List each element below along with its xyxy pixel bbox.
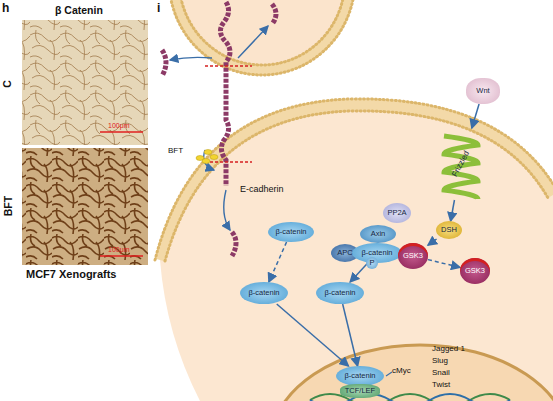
axin-blob: Axin	[360, 225, 396, 243]
beta-catenin-blob: β-catenin	[336, 366, 384, 386]
helix-path	[444, 136, 478, 199]
release-arrow	[238, 26, 268, 58]
gsk3-blob: GSK3	[398, 243, 428, 269]
pathway-arrow	[428, 239, 437, 245]
text-label: C	[1, 80, 13, 88]
dna-strand	[310, 394, 510, 401]
release-arrow	[224, 190, 230, 230]
text-label: Jagged 1	[432, 344, 465, 353]
text-label: MCF7 Xenografts	[26, 268, 116, 280]
nucleus	[270, 345, 553, 401]
e-cadherin-fragment	[272, 4, 276, 24]
node-text: P	[369, 259, 374, 267]
node-text: Axin	[371, 230, 386, 238]
pp2a-blob: PP2A	[383, 203, 411, 223]
beta-catenin-blob: β-catenin	[316, 282, 364, 304]
node-text: GSK3	[403, 252, 423, 260]
e-cadherin-fragment	[232, 232, 236, 256]
pathway-arrow	[343, 304, 358, 366]
beta-catenin-blob: β-cateninP	[352, 243, 402, 263]
text-label: 100μm	[108, 246, 130, 253]
micrograph-control	[22, 20, 148, 145]
pathway-arrow	[277, 304, 349, 366]
e-cadherin-fragment	[162, 50, 166, 76]
pathway-arrow	[428, 260, 460, 268]
node-text: Wnt	[476, 87, 489, 95]
gsk3-blob: GSK3	[460, 258, 490, 284]
release-arrow	[170, 57, 212, 60]
text-label: Twist	[432, 380, 450, 389]
e-cadherin-protein	[220, 2, 230, 186]
bft-toxin	[204, 150, 212, 155]
wnt-blob: Wnt	[466, 78, 500, 104]
node-text: β-catenin	[325, 289, 356, 297]
node-text: APC	[337, 249, 352, 257]
node-text: DSH	[441, 226, 457, 234]
node-text: PP2A	[387, 209, 406, 217]
leader-line	[386, 372, 392, 376]
text-label: Snail	[432, 368, 450, 377]
tcf-lef-blob: TCF/LEF	[340, 384, 380, 398]
text-label: Slug	[432, 356, 448, 365]
node-text: β-catenin	[345, 372, 376, 380]
node-text: β-catenin	[276, 228, 307, 236]
pathway-arrow	[350, 263, 368, 282]
scale-bar	[100, 255, 143, 257]
text-label: E-cadherin	[240, 184, 284, 194]
node-text: β-catenin	[362, 249, 393, 257]
scale-bar	[100, 131, 143, 133]
node-text: GSK3	[465, 267, 485, 275]
phosphate-circle: P	[366, 257, 378, 269]
frizzled-receptor: Frizzled	[440, 128, 482, 200]
beta-catenin-blob: β-catenin	[268, 222, 314, 242]
text-label: β Catenin	[55, 4, 103, 16]
node-text: TCF/LEF	[345, 387, 375, 395]
cleavage-line	[205, 65, 252, 66]
text-label: 100μm	[108, 122, 130, 129]
bft-toxin	[210, 155, 218, 160]
dsh-blob: DSH	[436, 221, 462, 239]
membrane-heads	[155, 99, 553, 260]
upper-cell	[169, 0, 355, 75]
dna-strand	[310, 394, 510, 401]
beta-catenin-blob: β-catenin	[240, 282, 288, 304]
pathway-arrow	[472, 104, 479, 128]
text-label: i	[157, 1, 160, 15]
text-label: h	[2, 1, 9, 15]
pathway-arrow	[269, 242, 287, 282]
membrane-heads	[165, 111, 548, 261]
node-text: β-catenin	[249, 289, 280, 297]
bft-toxin	[202, 159, 210, 164]
text-label: cMyc	[392, 366, 411, 375]
text-label: BFT	[168, 146, 183, 155]
text-label: BFT	[2, 196, 14, 216]
micrograph-bft	[22, 148, 148, 265]
pathway-arrow	[451, 200, 455, 221]
cleavage-line	[205, 161, 252, 162]
